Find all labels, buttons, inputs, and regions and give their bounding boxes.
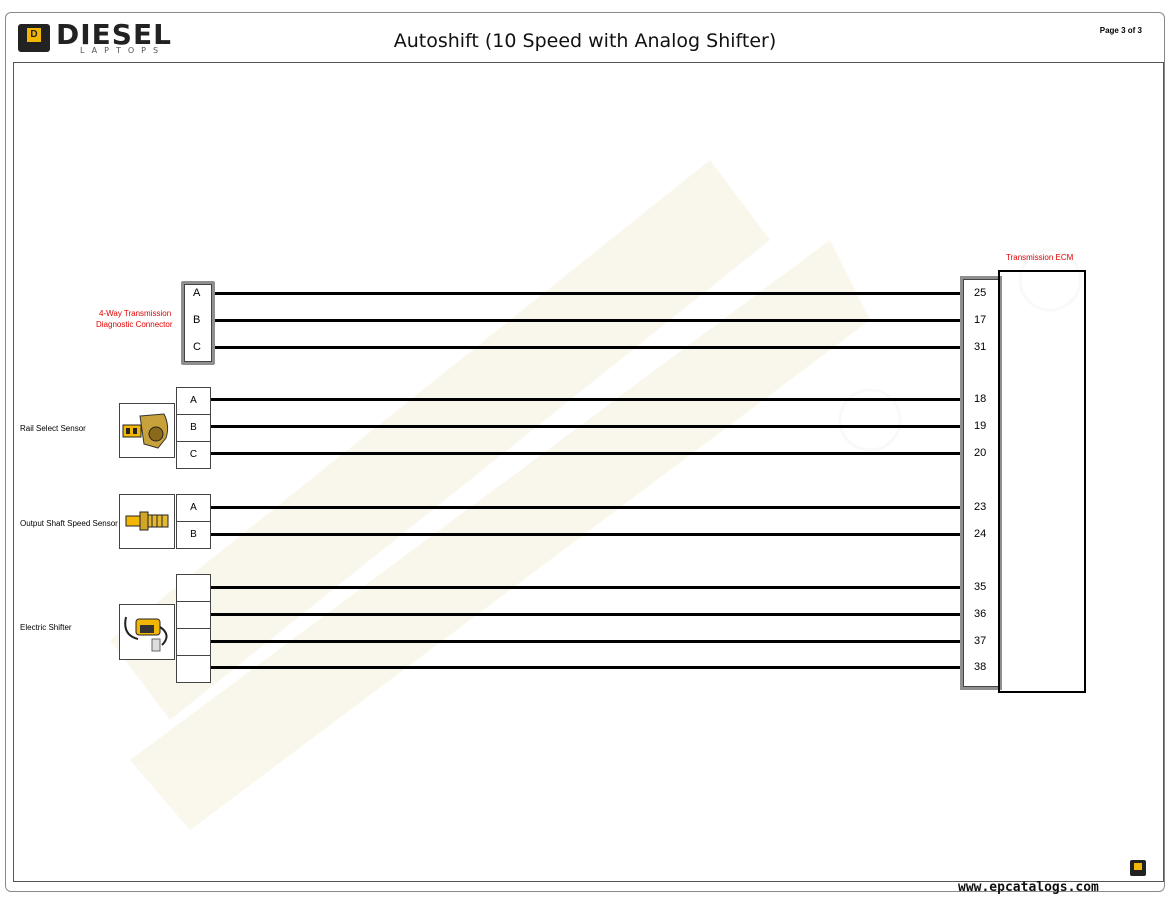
ecm-pin: 36 <box>974 608 987 620</box>
page-title: Autoshift (10 Speed with Analog Shifter) <box>393 30 777 52</box>
ecm-pin: 19 <box>974 420 987 432</box>
wire <box>210 640 960 643</box>
ecm-pin: 17 <box>974 314 987 326</box>
output-shaft-sensor-image <box>119 494 175 549</box>
shifter-icon <box>124 616 168 652</box>
ecm-pin: 24 <box>974 528 987 540</box>
wire <box>210 586 960 589</box>
wire <box>210 425 960 428</box>
rail-select-sensor-image <box>119 403 175 458</box>
transmission-ecm <box>998 270 1086 693</box>
ecm-pin: 23 <box>974 501 987 513</box>
rail-select-pin-c: C <box>176 441 211 469</box>
ecm-pin: 38 <box>974 661 987 673</box>
wire <box>210 398 960 401</box>
logo-wordmark: DIESEL <box>56 18 172 51</box>
rail-select-pin-a: A <box>176 387 211 415</box>
shifter-pin-1 <box>176 574 211 602</box>
ecm-label: Transmission ECM <box>1006 253 1074 262</box>
ecm-pin: 18 <box>974 393 987 405</box>
rail-select-label: Rail Select Sensor <box>20 424 86 433</box>
page-number: Page 3 of 3 <box>1099 26 1142 35</box>
ecm-pin: 35 <box>974 581 987 593</box>
ecm-pin: 20 <box>974 447 987 459</box>
diag-pin-a: A <box>193 287 201 299</box>
shifter-pin-2 <box>176 601 211 629</box>
ecm-connector <box>960 276 1002 690</box>
diag-connector-label-2: Diagnostic Connector <box>96 320 173 329</box>
rail-select-pin-b: B <box>176 414 211 442</box>
wire <box>210 506 960 509</box>
output-shaft-pin-a: A <box>176 494 211 522</box>
ecm-pin: 37 <box>974 635 987 647</box>
wire <box>210 613 960 616</box>
page-frame <box>5 12 1165 892</box>
output-shaft-label: Output Shaft Speed Sensor <box>20 519 118 528</box>
wire <box>210 452 960 455</box>
diag-pin-c: C <box>193 341 201 353</box>
diag-connector-label-1: 4-Way Transmission <box>99 309 172 318</box>
electric-shifter-image <box>119 604 175 660</box>
wire <box>210 666 960 669</box>
laptop-icon: D <box>18 24 50 52</box>
wire <box>210 533 960 536</box>
ecm-pin: 25 <box>974 287 987 299</box>
diagram-area <box>13 62 1164 882</box>
diag-pin-b: B <box>193 314 201 326</box>
wire <box>210 346 960 349</box>
output-shaft-pin-b: B <box>176 521 211 549</box>
wire <box>210 319 960 322</box>
shifter-pin-4 <box>176 655 211 683</box>
wire <box>210 292 960 295</box>
footer-url[interactable]: www.epcatalogs.com <box>958 880 1099 895</box>
ecm-pin: 31 <box>974 341 987 353</box>
corner-logo-icon <box>1130 860 1146 876</box>
diesel-laptops-logo: D DIESEL LAPTOPS <box>18 20 171 58</box>
speed-sensor-icon <box>125 511 169 531</box>
logo-subtext: LAPTOPS <box>80 46 166 55</box>
rail-select-sensor-icon <box>122 413 169 449</box>
diagnostic-connector <box>181 281 215 365</box>
shifter-pin-3 <box>176 628 211 656</box>
electric-shifter-label: Electric Shifter <box>20 623 72 632</box>
